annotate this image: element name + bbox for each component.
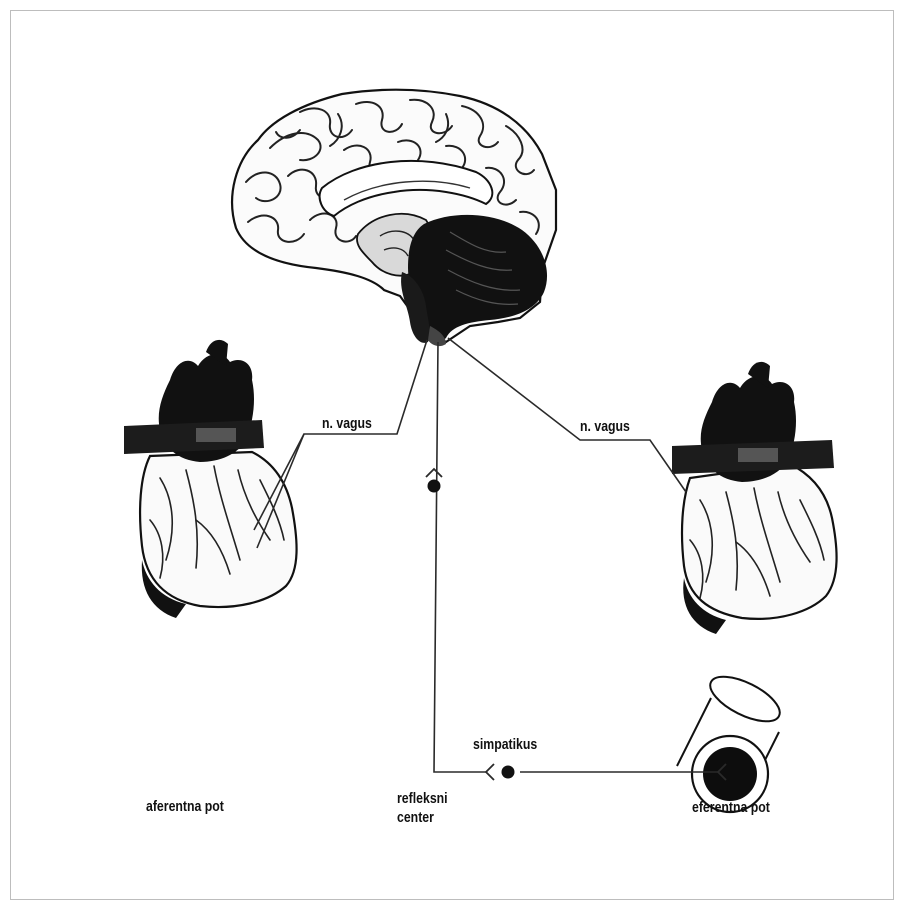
aferentna-pot-label: aferentna pot [146,798,224,816]
simpatikus-label: simpatikus [473,736,537,754]
refleksni-label-line2: center [397,808,448,827]
vagus-left-label: n. vagus [322,415,372,433]
sympathetic-synapse-marker [486,764,515,780]
blood-vessel-illustration [677,668,786,812]
heart-left-illustration [124,340,297,618]
heart-right-illustration [672,362,837,634]
brain-illustration [232,90,556,346]
refleksni-center-label: refleksni center [397,789,448,827]
vagus-right-pathway [448,338,686,492]
refleksni-label-line1: refleksni [397,789,448,808]
vagus-right-label: n. vagus [580,418,630,436]
afferent-pathway [434,342,486,772]
eferentna-pot-label: eferentna pot [692,799,770,817]
afferent-synapse-marker [426,469,442,493]
